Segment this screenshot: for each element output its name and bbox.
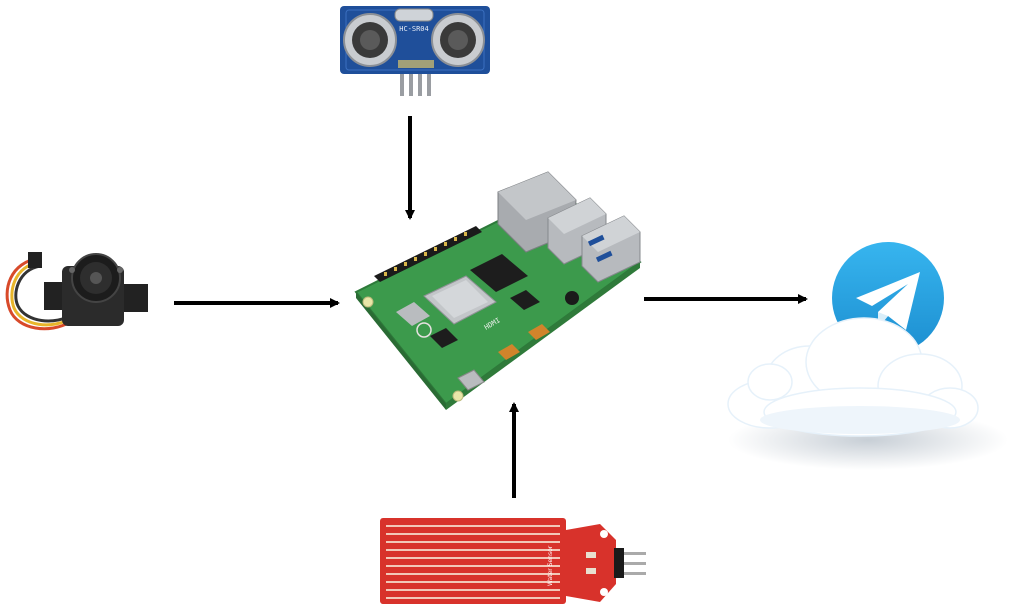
- water-flow-sensor-icon: [5, 252, 148, 331]
- water-level-sensor-icon: Water Sensor: [380, 518, 646, 604]
- telegram-cloud-icon: [727, 242, 1008, 470]
- ultrasonic-label: HC-SR04: [399, 25, 429, 33]
- raspberry-pi-board-icon: HDMI: [354, 171, 642, 410]
- ultrasonic-sensor-icon: HC-SR04: [340, 6, 490, 96]
- water-sensor-label: Water Sensor: [547, 545, 554, 586]
